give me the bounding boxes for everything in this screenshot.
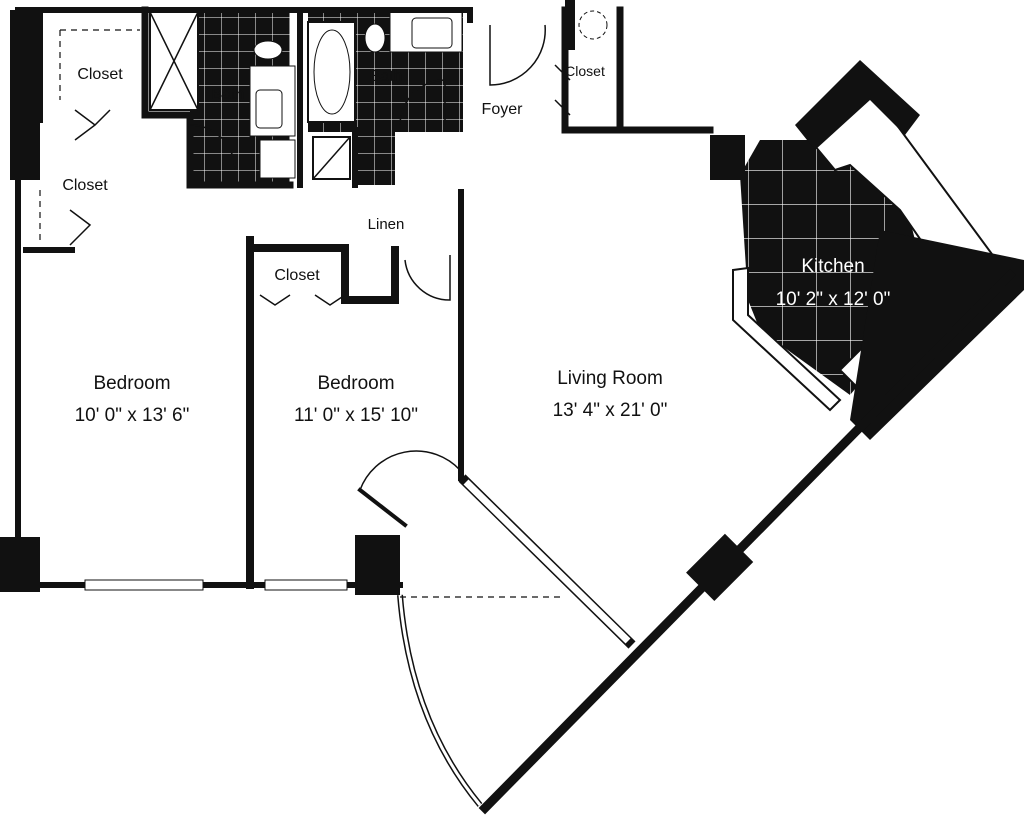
- kitchen-label: Kitchen: [801, 256, 864, 277]
- bedroom-2-size: 11' 0" x 15' 10": [294, 405, 418, 426]
- bedroom-2-label: Bedroom: [317, 373, 394, 394]
- bedroom-1-size: 10' 0" x 13' 6": [75, 405, 190, 426]
- living-room-size: 13' 4" x 21' 0": [553, 400, 668, 421]
- closet-foyer-label: Closet: [565, 63, 605, 79]
- doors: [39, 10, 608, 807]
- bath-2-floor-ext: [355, 130, 395, 185]
- toilet-icon: [253, 40, 283, 60]
- kitchen-size: 10' 2" x 12' 0": [776, 289, 891, 310]
- closet-top-left-label: Closet: [77, 66, 123, 83]
- living-room-label: Living Room: [557, 368, 663, 389]
- bath-2-label: Bath: [370, 68, 403, 85]
- closet-left-label: Closet: [62, 177, 108, 194]
- bedroom-1-label: Bedroom: [93, 373, 170, 394]
- bath-1-label: Bath: [212, 86, 245, 103]
- linen-label: Linen: [368, 216, 405, 233]
- windows: [84, 474, 636, 649]
- closet-bedroom2-label: Closet: [274, 267, 320, 284]
- foyer-label: Foyer: [482, 101, 524, 118]
- toilet-icon: [364, 23, 386, 53]
